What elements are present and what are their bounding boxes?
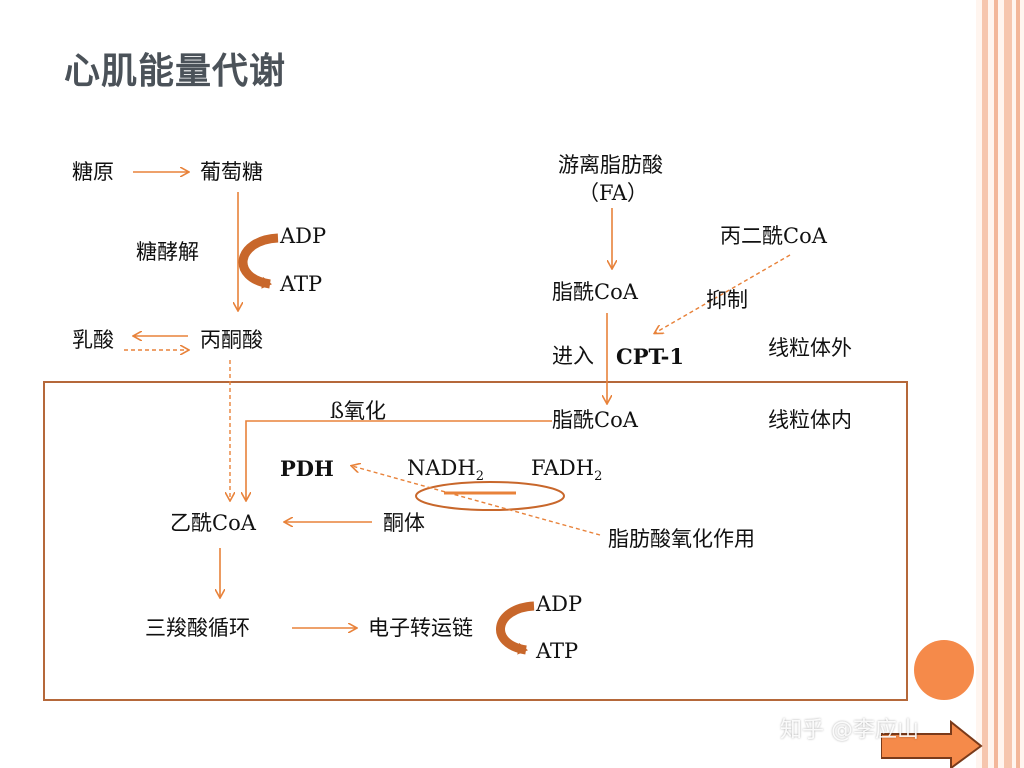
label-acyl-coa-outer: 脂酰CoA [552,280,638,304]
label-nadh: NADH [407,456,476,480]
label-fadh: FADH [531,456,595,480]
adp-atp-curve-top [238,233,279,289]
label-fa: （FA） [578,181,648,205]
label-fa-oxidation: 脂肪酸氧化作用 [608,527,755,551]
label-acyl-coa-inner: 脂酰CoA [552,408,638,432]
watermark: 知乎 @李应山 [780,718,919,743]
label-tca: 三羧酸循环 [145,616,250,640]
label-fadh2: FADH2 [531,456,603,485]
label-enter: 进入 [552,344,594,368]
label-adp-top: ADP [280,224,327,248]
label-beta-ox: ß氧化 [330,399,387,423]
label-inhibit: 抑制 [706,288,748,312]
label-outer-mito: 线粒体外 [768,336,852,360]
label-atp-bottom: ATP [536,639,579,663]
label-lactate: 乳酸 [72,328,114,352]
label-nadh2: NADH2 [407,456,484,485]
label-nadh-sub: 2 [475,469,484,485]
label-etc: 电子转运链 [368,616,473,640]
label-glycogen: 糖原 [72,160,114,184]
label-cpt1: CPT-1 [616,344,684,369]
label-atp-top: ATP [280,272,323,296]
label-acetyl-coa: 乙酰CoA [170,511,256,535]
circle-icon [914,640,974,700]
label-ketone: 酮体 [383,511,425,535]
label-pyruvate: 丙酮酸 [200,328,263,352]
label-malonyl-coa: 丙二酰CoA [720,224,827,248]
label-glucose: 葡萄糖 [200,160,263,184]
label-adp-bottom: ADP [536,592,583,616]
label-inner-mito: 线粒体内 [768,408,852,432]
label-glycolysis: 糖酵解 [136,240,199,264]
mitochondria-inner-box [43,381,908,701]
label-ffa: 游离脂肪酸 [558,153,663,177]
arrow-right-icon[interactable] [881,720,983,768]
label-fadh-sub: 2 [594,469,603,485]
label-pdh: PDH [280,456,334,481]
side-stripes [976,0,1024,768]
page-title: 心肌能量代谢 [64,51,287,92]
